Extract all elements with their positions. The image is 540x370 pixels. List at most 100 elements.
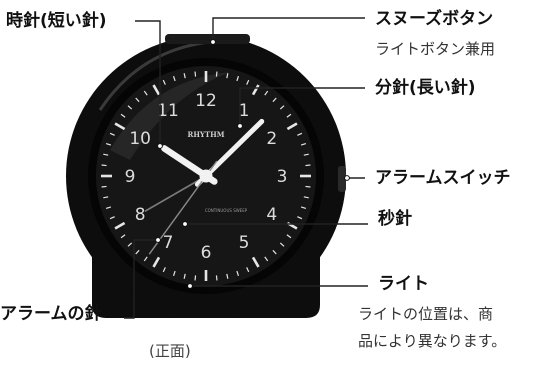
label-light: ライト	[378, 274, 429, 294]
minute-marker	[143, 90, 148, 96]
minute-marker	[300, 206, 307, 210]
brand-logo: RHYTHM	[188, 130, 225, 139]
label-hour-hand: 時針(短い針)	[6, 11, 107, 31]
minute-marker	[305, 164, 311, 167]
minute-marker	[127, 242, 133, 247]
center-cap	[199, 169, 213, 183]
pointer-hour-hand	[157, 143, 163, 149]
label-second-hand: 秒針	[378, 209, 412, 229]
housing-highlight	[98, 40, 211, 111]
minute-marker	[135, 249, 140, 255]
alarm-switch-shape	[338, 166, 346, 192]
leader-minute-hand	[239, 87, 365, 126]
dial-numeral: 10	[129, 129, 151, 149]
light-note-line1: ライトの位置は、商	[358, 305, 494, 323]
light-note-line2: 品により異なります。	[358, 332, 507, 350]
hour-marker	[114, 122, 126, 131]
minute-marker	[183, 273, 186, 279]
dial-numeral: 2	[266, 129, 277, 149]
hour-marker	[152, 84, 161, 96]
dial-numeral: 3	[277, 167, 288, 187]
minute-marker	[264, 256, 269, 262]
minute-marker	[103, 196, 109, 199]
minute-marker	[226, 273, 229, 279]
minute-marker	[305, 185, 311, 188]
hour-marker	[286, 122, 298, 131]
label-alarm-hand: アラームの針	[0, 304, 102, 324]
minute-marker	[120, 234, 126, 239]
leader-snooze-button	[212, 17, 365, 42]
dial-numeral: 7	[163, 233, 174, 253]
minute-marker	[215, 71, 218, 77]
dial-numeral: 1	[239, 101, 250, 121]
dial-numeral: 8	[135, 205, 146, 225]
minute-marker	[101, 164, 107, 167]
snooze-button-shape	[165, 34, 250, 44]
minute-marker	[101, 185, 107, 188]
minute-marker	[226, 73, 229, 79]
leader-hour-hand	[135, 20, 161, 146]
glass-reflection	[110, 72, 230, 160]
minute-marker	[297, 216, 303, 220]
minute-marker	[194, 71, 197, 77]
pointer-alarm-hand	[155, 237, 161, 243]
minute-markers	[101, 71, 311, 281]
pointer-alarm-switch	[344, 175, 350, 181]
minute-marker	[300, 142, 307, 146]
minute-marker	[162, 267, 166, 273]
pointer-minute-hand	[237, 123, 243, 129]
alarm-hand	[144, 175, 207, 212]
minute-marker	[272, 249, 277, 255]
minute-marker	[303, 196, 309, 199]
minute-marker	[236, 75, 240, 82]
label-minute-hand: 分針(長い針)	[375, 78, 476, 98]
pointer-snooze-button	[210, 39, 216, 45]
minute-marker	[135, 97, 140, 103]
minute-marker	[172, 75, 176, 82]
label-snooze-button-sub: ライトボタン兼用	[375, 40, 496, 58]
minute-marker	[127, 105, 133, 110]
dial-small-text: CONTINUOUS SWEEP	[205, 208, 248, 213]
minute-marker	[143, 256, 148, 262]
minute-marker	[303, 153, 309, 156]
minute-marker	[264, 90, 269, 96]
minute-marker	[279, 105, 285, 110]
label-alarm-switch: アラームスイッチ	[375, 168, 511, 188]
minute-marker	[236, 270, 240, 277]
minute-marker	[172, 270, 176, 277]
minute-marker	[297, 132, 303, 136]
minute-marker	[286, 234, 292, 239]
dial-numeral: 12	[195, 91, 217, 111]
leader-alarm-hand	[124, 239, 158, 319]
minute-marker	[105, 206, 112, 210]
minute-marker	[109, 216, 115, 220]
minute-marker	[103, 153, 109, 156]
minute-marker	[105, 142, 112, 146]
minute-marker	[246, 267, 250, 273]
hour-marker	[152, 256, 161, 268]
label-snooze-button: スヌーズボタン	[375, 9, 494, 29]
hour-marker	[251, 84, 260, 96]
view-caption: (正面)	[149, 342, 191, 360]
minute-marker	[286, 113, 292, 118]
clock-hands	[144, 118, 265, 255]
minute-marker	[109, 132, 115, 136]
minute-marker	[215, 275, 218, 281]
dial-numeral: 5	[239, 233, 250, 253]
leader-lines	[124, 17, 368, 319]
hour-marker	[114, 221, 126, 230]
pointer-second-hand	[182, 221, 188, 227]
minute-marker	[246, 79, 250, 85]
minute-marker	[183, 73, 186, 79]
minute-marker	[279, 242, 285, 247]
minute-marker	[162, 79, 166, 85]
minute-marker	[194, 275, 197, 281]
dial-numeral: 11	[157, 101, 179, 121]
hour-marker	[251, 256, 260, 268]
pointer-light	[187, 283, 193, 289]
minute-marker	[272, 97, 277, 103]
minute-marker	[120, 113, 126, 118]
dial-numeral: 9	[125, 167, 136, 187]
